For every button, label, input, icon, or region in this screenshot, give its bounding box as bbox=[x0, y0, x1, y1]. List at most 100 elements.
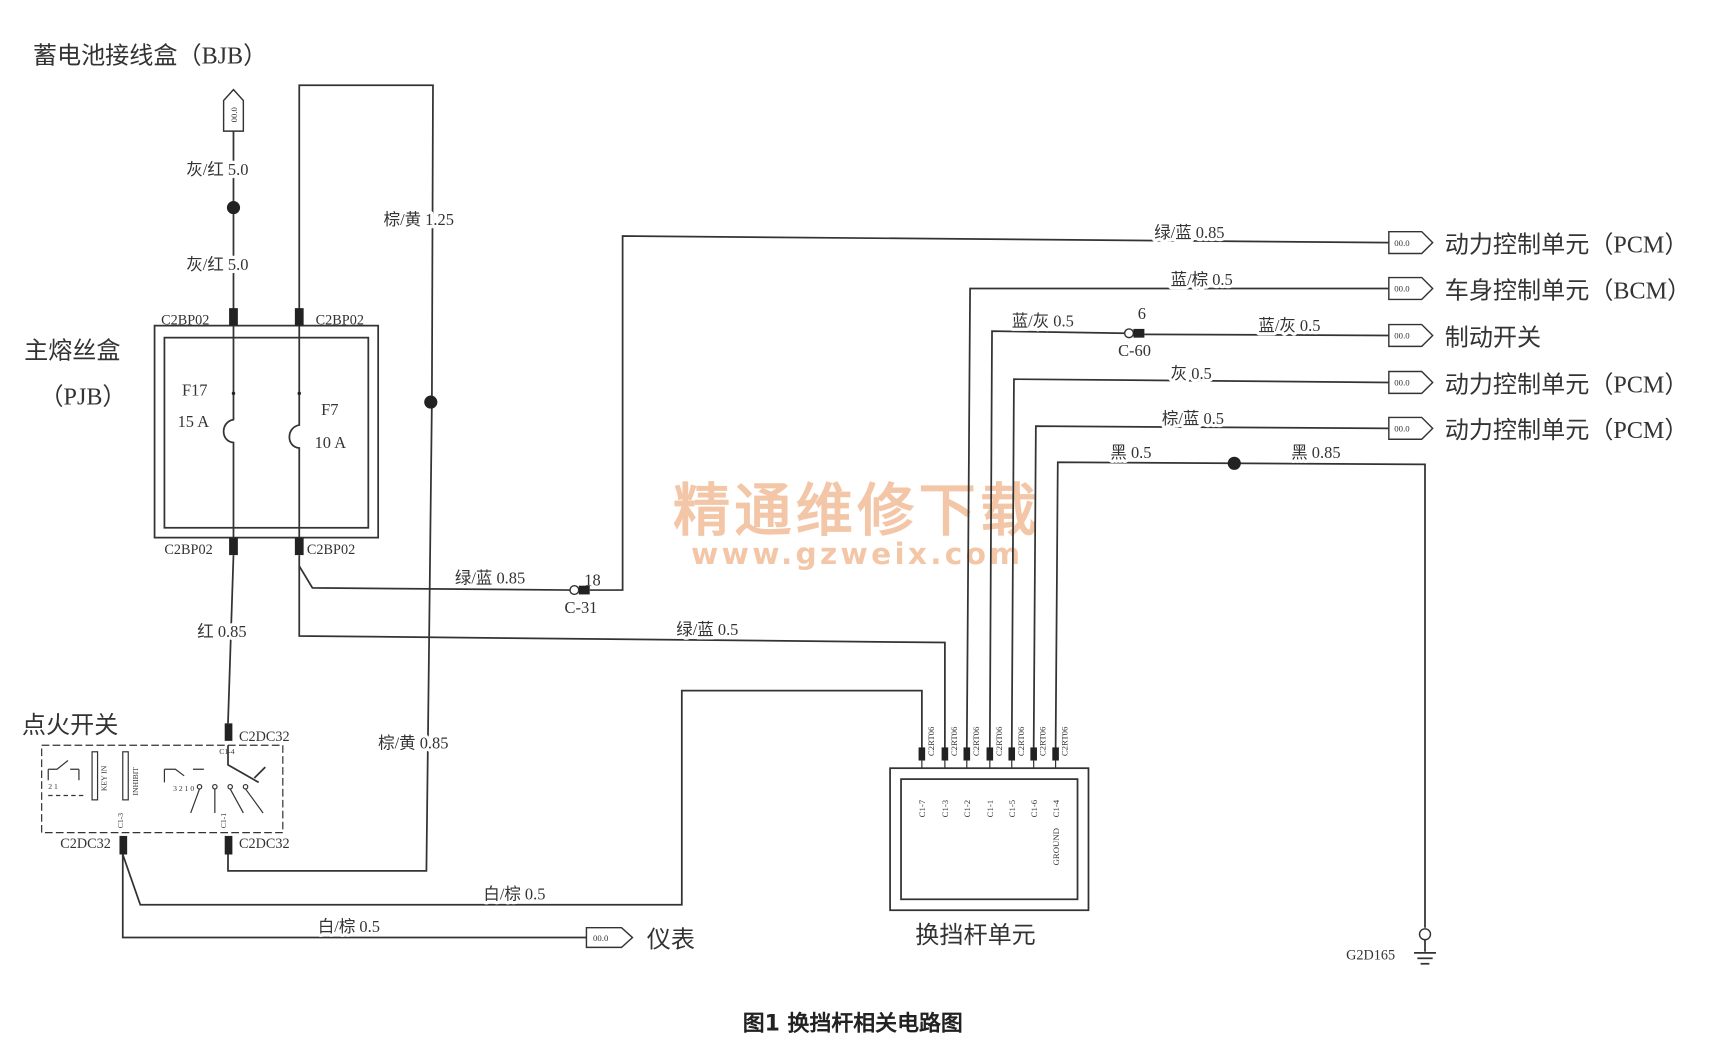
connector-pin bbox=[1133, 328, 1145, 338]
left-contacts-label: 2 1 bbox=[48, 782, 58, 791]
destination-label: 动力控制单元（PCM） bbox=[1445, 231, 1689, 258]
pjb-connector-label: C2BP02 bbox=[307, 542, 355, 558]
pin-terminal bbox=[918, 747, 926, 761]
shift-pin-c1-5: C2RT06 C1-5 bbox=[1007, 726, 1026, 817]
shift-pin-c1-4: C2RT06 C1-4 GROUND bbox=[1051, 726, 1070, 865]
destination-label: 车身控制单元（BCM） bbox=[1445, 277, 1691, 304]
wire-green-blue-05 bbox=[298, 566, 946, 750]
wire-red bbox=[227, 555, 235, 724]
destination-pcm-2: 00.0 动力控制单元（PCM） bbox=[1388, 370, 1689, 398]
wire-blue-grey-in bbox=[988, 330, 1125, 750]
shift-pin-c1-1: C2RT06 C1-1 bbox=[985, 726, 1004, 817]
pjb-connector-label: C2BP02 bbox=[164, 542, 212, 558]
destination-label: 动力控制单元（PCM） bbox=[1445, 417, 1689, 444]
connector-tag-label: 00.0 bbox=[229, 106, 239, 122]
pin-connector-label: C2RT06 bbox=[971, 726, 981, 756]
c31-name: C-31 bbox=[565, 598, 598, 617]
destination-bcm: 00.0 车身控制单元（BCM） bbox=[1388, 276, 1691, 304]
connector-tag-label: 00.0 bbox=[593, 933, 609, 943]
wire-green-blue-085-out bbox=[589, 235, 1389, 591]
wire-label-c31-in: 绿/蓝 0.85 bbox=[455, 569, 525, 588]
pjb-inner bbox=[163, 336, 370, 529]
pin-terminal bbox=[986, 747, 994, 761]
fuse-f17: F17 15 A bbox=[178, 325, 236, 538]
fuse-id: F7 bbox=[321, 400, 338, 419]
pin-terminal bbox=[1030, 747, 1037, 761]
wire-label-blue-grey-in: 蓝/灰 0.5 bbox=[1012, 312, 1074, 331]
fuse-id: F17 bbox=[182, 381, 208, 400]
fuse-element bbox=[222, 325, 235, 538]
connector-tag-label: 00.0 bbox=[1394, 238, 1410, 248]
destination-instrument: 00.0 仪表 bbox=[585, 926, 695, 953]
connector-c31: 18 C-31 bbox=[565, 571, 601, 617]
shift-pin-c1-6: C2RT06 C1-6 bbox=[1029, 726, 1048, 817]
ignition-switch: 2 1 KEY IN INHIBIT 3 2 1 0 C1-4 C1-3 C1-… bbox=[41, 744, 284, 834]
inhibit-contact bbox=[122, 751, 129, 801]
pin-top-label: C1-4 bbox=[219, 747, 235, 756]
fuse-element bbox=[288, 325, 301, 538]
connector-c60: 6 C-60 bbox=[1118, 304, 1151, 360]
wire-label-black-05: 黑 0.5 bbox=[1110, 443, 1151, 462]
ground-pin-label: GROUND bbox=[1051, 828, 1061, 865]
pjb-terminal bbox=[294, 537, 304, 556]
fuse-rating: 15 A bbox=[178, 412, 210, 431]
positions-label: 3 2 1 0 bbox=[173, 784, 194, 793]
wire-label-brown-yellow-125: 棕/黄 1.25 bbox=[384, 210, 454, 229]
pin-label: C1-2 bbox=[962, 800, 972, 817]
connector-tag-label: 00.0 bbox=[1394, 284, 1410, 294]
connector-tag-label: 00.0 bbox=[1394, 378, 1410, 388]
pjb-terminal bbox=[294, 308, 304, 326]
wire-label-blue-brown: 蓝/棕 0.5 bbox=[1171, 270, 1233, 289]
wire-label-white-brown-shift: 白/棕 0.5 bbox=[483, 884, 545, 903]
pin-label: C1-4 bbox=[1051, 799, 1061, 817]
pin-label: C1-5 bbox=[1007, 799, 1017, 817]
bjb-connector: 00.0 bbox=[222, 88, 245, 132]
pin-connector-label: C2RT06 bbox=[949, 726, 959, 756]
switch-contact bbox=[163, 768, 204, 783]
instrument-label: 仪表 bbox=[647, 926, 695, 953]
switch-node bbox=[242, 783, 249, 790]
pjb-terminal bbox=[229, 537, 238, 556]
wire-label-black-085: 黑 0.85 bbox=[1291, 443, 1340, 462]
connector-socket bbox=[1123, 328, 1135, 339]
switch-node bbox=[196, 783, 203, 790]
connector-socket bbox=[569, 584, 580, 596]
c60-pin: 6 bbox=[1138, 304, 1146, 323]
wire-brown-blue bbox=[1032, 425, 1389, 750]
pin-label: C1-7 bbox=[917, 799, 927, 817]
connector-tag-shape bbox=[1388, 370, 1434, 395]
pin-connector-label: C2RT06 bbox=[1038, 726, 1048, 756]
pjb-name: 主熔丝盒 bbox=[24, 337, 120, 364]
connector-tag-label: 00.0 bbox=[1394, 424, 1410, 434]
connector-tag-label: 00.0 bbox=[1394, 331, 1410, 341]
wire-brown-yellow bbox=[227, 84, 434, 872]
wire-black-ground bbox=[1054, 461, 1426, 928]
fuse-rating: 10 A bbox=[315, 433, 347, 452]
pin-label: C1-6 bbox=[1029, 799, 1039, 817]
splice-dot bbox=[226, 201, 241, 215]
wire-label-bjb-lower: 灰/红 5.0 bbox=[186, 255, 248, 274]
wire-label-white-brown-instrument: 白/棕 0.5 bbox=[318, 917, 380, 936]
ignition-connector-label: C2DC32 bbox=[60, 836, 111, 852]
fuse-f7: F7 10 A bbox=[288, 325, 347, 538]
ground-point-id: G2D165 bbox=[1346, 947, 1395, 963]
shift-pin-c1-3: C2RT06 C1-3 bbox=[940, 726, 959, 817]
pjb-box bbox=[153, 324, 380, 539]
key-in-contact bbox=[91, 751, 99, 801]
c31-pin: 18 bbox=[584, 571, 600, 590]
pjb-outer bbox=[153, 324, 380, 539]
wire-green-blue-085-in bbox=[298, 555, 571, 591]
pin-terminal bbox=[1052, 747, 1059, 761]
connector-tag-shape bbox=[222, 88, 245, 132]
pin-connector-label: C2RT06 bbox=[926, 726, 936, 756]
pin-terminal bbox=[963, 747, 971, 761]
fuse-node bbox=[297, 391, 302, 396]
connector-tag-shape bbox=[1388, 230, 1434, 255]
pin-connector-label: C2RT06 bbox=[994, 726, 1004, 756]
destination-pcm-3: 00.0 动力控制单元（PCM） bbox=[1388, 416, 1689, 444]
destination-brake-switch: 00.0 制动开关 bbox=[1388, 323, 1541, 351]
destination-label: 动力控制单元（PCM） bbox=[1445, 371, 1689, 398]
pin-terminal bbox=[941, 747, 949, 761]
pin-connector-label: C2RT06 bbox=[1016, 726, 1026, 756]
